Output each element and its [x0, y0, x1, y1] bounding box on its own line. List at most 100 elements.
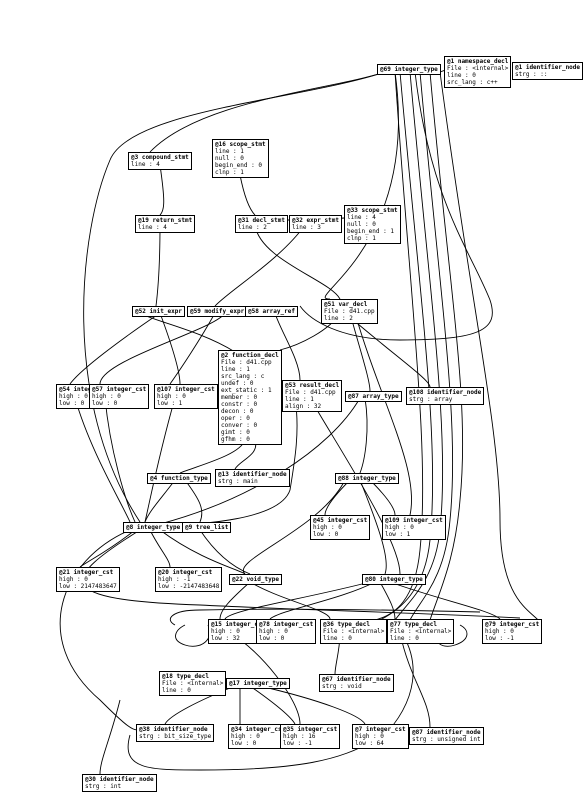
- node-function-type-4: @4 function_type: [147, 473, 211, 484]
- edge-16: [214, 224, 306, 307]
- node-title: @4 function_type: [150, 475, 208, 482]
- node-array-ref-58: @58 array_ref: [245, 306, 298, 317]
- edge-47: [199, 529, 251, 575]
- edge-6: [379, 71, 434, 621]
- node-title: @59 modify_expr: [190, 308, 245, 315]
- node-title: @79 integer_cst: [485, 621, 540, 628]
- node-title: @77 type_decl: [390, 621, 437, 628]
- node-title: @107 integer_cst: [157, 386, 215, 393]
- node-line: constr : 0: [221, 401, 258, 408]
- node-title: @88 integer_type: [338, 475, 396, 482]
- edge-64: [127, 734, 376, 771]
- node-tree-list-9: @9 tree_list: [182, 522, 232, 533]
- node-line: line : 4: [138, 224, 167, 231]
- node-line: low : -2147483648: [158, 583, 220, 590]
- node-title: @8 integer_type: [126, 524, 181, 531]
- node-line: gfhm : 0: [221, 436, 250, 443]
- node-line: File : <internal>: [390, 628, 452, 635]
- node-title: @109 integer_cst: [385, 517, 443, 524]
- node-line: high : 0: [313, 524, 342, 531]
- edge-49: [249, 581, 331, 620]
- node-line: low : -1: [485, 635, 514, 642]
- node-title: @21 integer_cst: [59, 569, 114, 576]
- node-title: @20 integer_cst: [158, 569, 213, 576]
- node-title: @78 integer_cst: [259, 621, 314, 628]
- edge-46: [82, 529, 521, 619]
- node-line: line : 2: [238, 224, 267, 231]
- node-line: strg : int: [85, 783, 122, 790]
- edge-35: [104, 397, 136, 523]
- node-line: decon : 0: [221, 408, 254, 415]
- edge-51: [269, 581, 376, 620]
- edge-15: [254, 224, 341, 300]
- node-line: line : 0: [323, 635, 352, 642]
- node-line: low : 1: [385, 531, 411, 538]
- node-line: File : d41.cpp: [221, 359, 272, 366]
- node-title: @13 identifier_node: [218, 471, 287, 478]
- node-title: @87 identifier_node: [412, 729, 481, 736]
- edge-40: [369, 479, 396, 516]
- edge-39: [324, 479, 351, 516]
- edge-22: [99, 312, 226, 385]
- node-title: @16 scope_stmt: [215, 141, 266, 148]
- node-line: line : 0: [162, 687, 191, 694]
- edge-31: [309, 397, 401, 575]
- edge-54: [224, 581, 371, 620]
- edge-44: [149, 529, 171, 568]
- edge-37: [144, 479, 176, 523]
- node-title: @58 array_ref: [248, 308, 295, 315]
- node-line: align : 32: [285, 403, 322, 410]
- node-line: high : 0: [485, 628, 514, 635]
- node-line: undef : 0: [221, 380, 254, 387]
- node-title: @108 identifier_node: [409, 389, 482, 396]
- edge-42: [359, 479, 387, 575]
- node-line: high : 0: [157, 393, 186, 400]
- node-line: low : 64: [355, 740, 384, 747]
- node-title: @34 integer_cst: [231, 726, 286, 733]
- edge-63: [99, 699, 121, 775]
- node-title: @32 expr_stmt: [292, 217, 339, 224]
- edge-4: [409, 71, 454, 621]
- node-title: @22 void_type: [232, 576, 279, 583]
- edge-9: [324, 71, 399, 300]
- node-line: oper : 0: [221, 415, 250, 422]
- edge-5: [394, 71, 444, 621]
- edge-19: [159, 312, 181, 385]
- node-line: low : 2147483647: [59, 583, 117, 590]
- node-integer-type-69: @69 integer_type: [377, 64, 441, 75]
- node-line: begin_end : 1: [347, 228, 394, 235]
- node-title: @3 compound_stmt: [131, 154, 189, 161]
- node-line: line : 2: [324, 315, 353, 322]
- node-line: conver : 0: [221, 422, 258, 429]
- node-title: @1 identifier_node: [515, 64, 581, 71]
- node-line: line : 4: [131, 161, 160, 168]
- node-title: @36 type_decl: [323, 621, 370, 628]
- edge-41: [242, 479, 346, 575]
- edge-61: [259, 685, 366, 725]
- node-title: @15 integer_cst: [211, 621, 266, 628]
- edge-7: [374, 71, 424, 621]
- node-title: @53 result_decl: [285, 382, 340, 389]
- node-line: high : 16: [283, 733, 316, 740]
- node-title: @18 type_decl: [162, 673, 209, 680]
- node-array-type-87: @87 array_type: [345, 391, 402, 402]
- node-title: @1 namespace_decl: [447, 58, 509, 65]
